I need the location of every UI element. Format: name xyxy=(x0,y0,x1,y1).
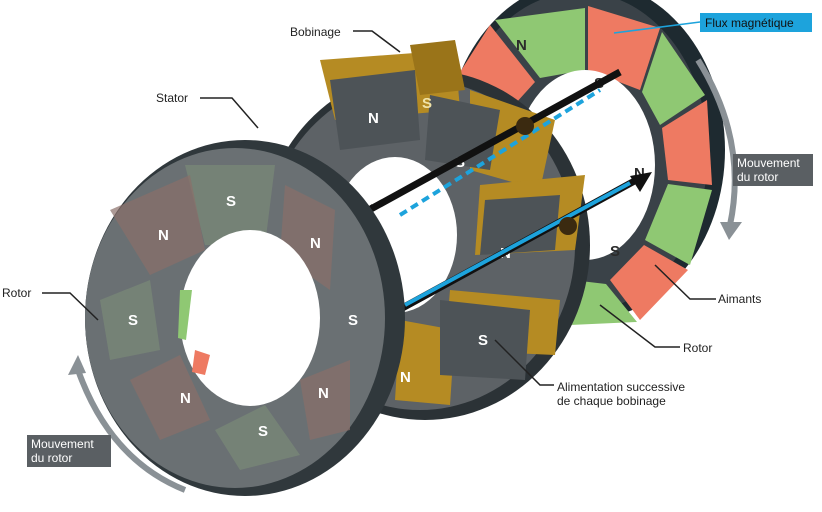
mouvement-right-box: Mouvement du rotor xyxy=(733,154,813,186)
stator-pole-n-bottom: N xyxy=(400,369,411,386)
label-mouvement-left-1: Mouvement xyxy=(31,437,94,451)
stator-pole-s-bottom: S xyxy=(478,332,488,349)
coil-pole-s: S xyxy=(422,95,432,112)
back-rotor-pole-n-top: N xyxy=(516,37,527,54)
label-rotor-right: Rotor xyxy=(683,341,712,355)
front-rotor: S N N S S N N S xyxy=(68,140,405,496)
mouvement-left-box: Mouvement du rotor xyxy=(27,435,111,467)
front-rotor-pole-n-right: N xyxy=(310,235,321,252)
front-rotor-pole-s-right: S xyxy=(348,312,358,329)
label-aimants: Aimants xyxy=(718,292,761,306)
label-bobinage: Bobinage xyxy=(290,25,341,39)
label-mouvement-right-2: du rotor xyxy=(737,170,778,184)
back-rotor-pole-n-right: N xyxy=(634,165,645,182)
front-rotor-pole-n-left: N xyxy=(158,227,169,244)
label-stator: Stator xyxy=(156,91,188,105)
label-alimentation-line1: Alimentation successive xyxy=(557,380,685,394)
front-rotor-pole-s-left: S xyxy=(128,312,138,329)
label-mouvement-left-2: du rotor xyxy=(31,451,72,465)
back-rotor-pole-s-2: S xyxy=(610,243,620,260)
front-rotor-pole-s-bottom: S xyxy=(258,423,268,440)
flux-arrows xyxy=(352,21,701,316)
front-rotor-pole-s-top: S xyxy=(226,193,236,210)
front-rotor-pole-n-br: N xyxy=(318,385,329,402)
stator-pole-n-top: N xyxy=(368,110,379,127)
label-mouvement-right-1: Mouvement xyxy=(737,156,800,170)
label-rotor-left: Rotor xyxy=(2,286,31,300)
flux-label-box: Flux magnétique xyxy=(700,13,812,32)
leader-lines xyxy=(42,30,716,386)
label-flux: Flux magnétique xyxy=(705,16,794,30)
label-alimentation-line2: de chaque bobinage xyxy=(557,394,666,408)
front-rotor-pole-n-bottom: N xyxy=(180,390,191,407)
